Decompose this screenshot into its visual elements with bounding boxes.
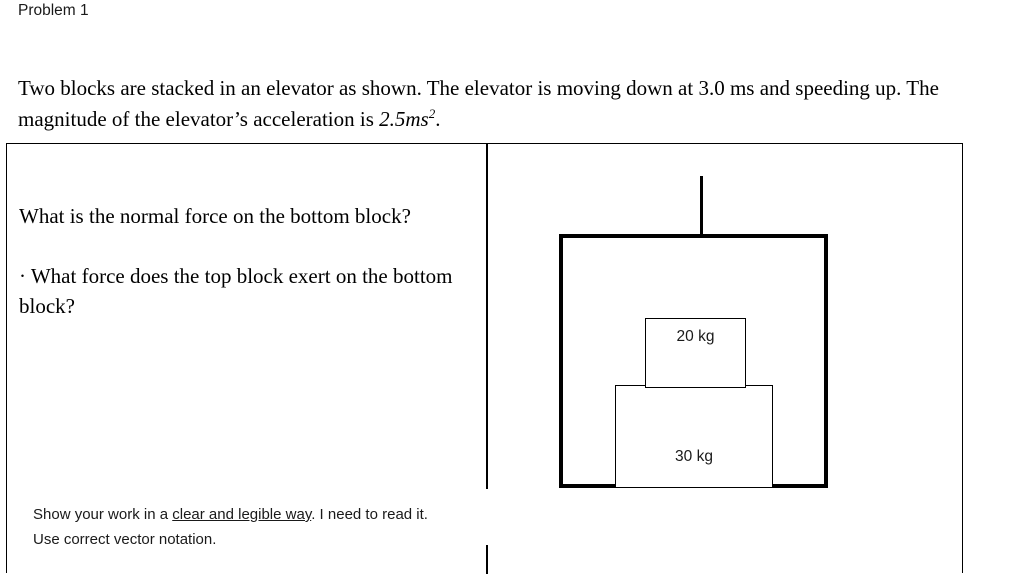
elevator-cable-icon: [700, 176, 703, 234]
footer-note-line-2: Use correct vector notation.: [33, 531, 217, 548]
bottom-block: 30 kg: [615, 385, 773, 488]
question-item-2: · What force does the top block exert on…: [19, 264, 453, 318]
bottom-block-label: 30 kg: [675, 448, 713, 465]
footer-note-text-before: Show your work in a: [33, 506, 173, 523]
page-title: Problem 1: [18, 2, 89, 19]
questions-cell: What is the normal force on the bottom b…: [19, 201, 469, 321]
acceleration-exponent: 2: [428, 106, 436, 121]
elevator-diagram: 30 kg 20 kg: [486, 144, 964, 489]
footer-note-text-after: . I need to read it.: [311, 506, 428, 523]
top-block: 20 kg: [645, 318, 746, 388]
worksheet-table: What is the normal force on the bottom b…: [6, 143, 964, 574]
footer-note-line-1: Show your work in a clear and legible wa…: [33, 502, 633, 527]
acceleration-value: 2.5ms2: [379, 107, 435, 131]
question-item-1: What is the normal force on the bottom b…: [19, 204, 411, 228]
footer-note-emphasis: clear and legible way: [172, 506, 312, 523]
cell-divider: [486, 144, 488, 489]
footer-note: Show your work in a clear and legible wa…: [33, 502, 633, 552]
top-block-label: 20 kg: [676, 328, 715, 345]
acceleration-number: 2.5ms: [379, 107, 429, 131]
problem-statement-period: .: [435, 107, 441, 131]
problem-statement-text: Two blocks are stacked in an elevator as…: [18, 76, 939, 131]
problem-statement: Two blocks are stacked in an elevator as…: [18, 73, 948, 135]
cell-divider-stub: [486, 545, 488, 574]
